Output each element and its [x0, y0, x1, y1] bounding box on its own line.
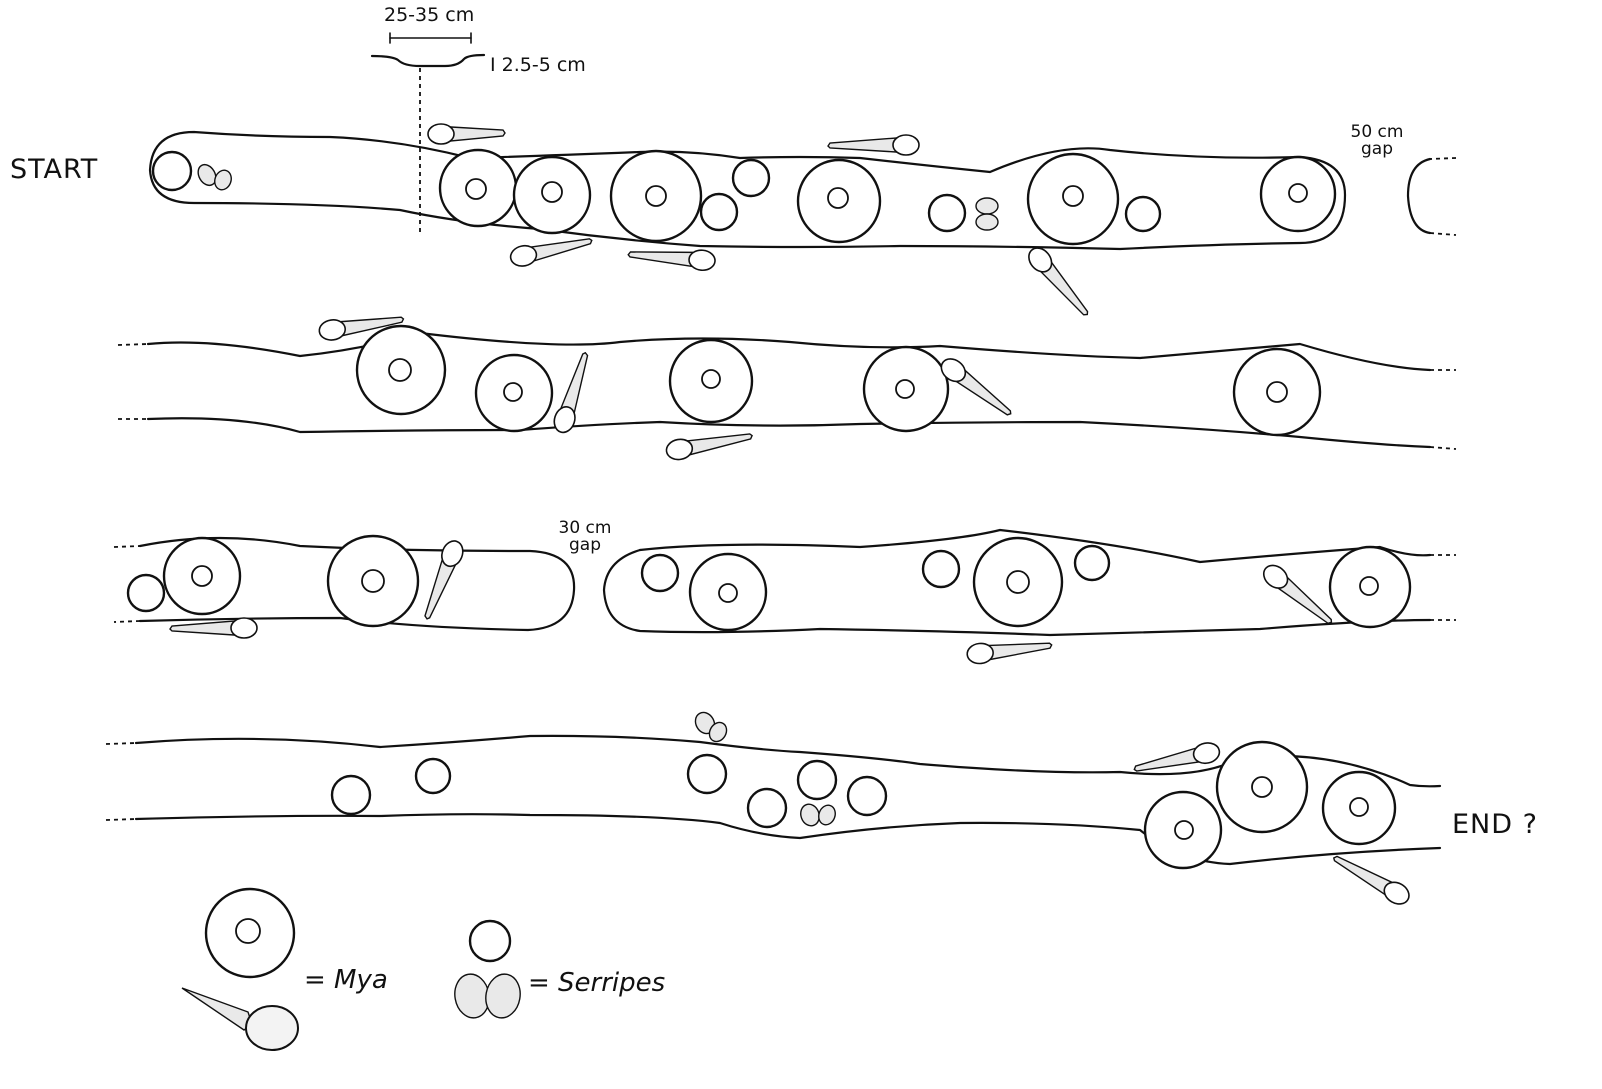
legend-mya-shell-icon: [182, 988, 298, 1050]
legend-serripes-label: = Serripes: [528, 970, 665, 996]
gap-30-label: 30 cm gap: [550, 520, 620, 554]
legend-serripes-hole-icon: [470, 921, 510, 961]
trench-row-1: [150, 132, 1456, 249]
gap-50-word: gap: [1342, 141, 1412, 158]
width-measure-label: 25-35 cm: [384, 6, 474, 25]
legend-serripes-shell-icon: [451, 971, 523, 1020]
trench-row-4: [106, 709, 1440, 868]
trench-row-2: [118, 326, 1456, 449]
legend-mya-label: = Mya: [304, 967, 388, 993]
depth-measure-label: I 2.5-5 cm: [490, 56, 586, 75]
start-label: START: [10, 156, 98, 183]
end-label: END ?: [1452, 811, 1538, 838]
gap-50-label: 50 cm gap: [1342, 124, 1412, 158]
trench-row-3: [114, 530, 1456, 635]
gap-30-word: gap: [550, 537, 620, 554]
